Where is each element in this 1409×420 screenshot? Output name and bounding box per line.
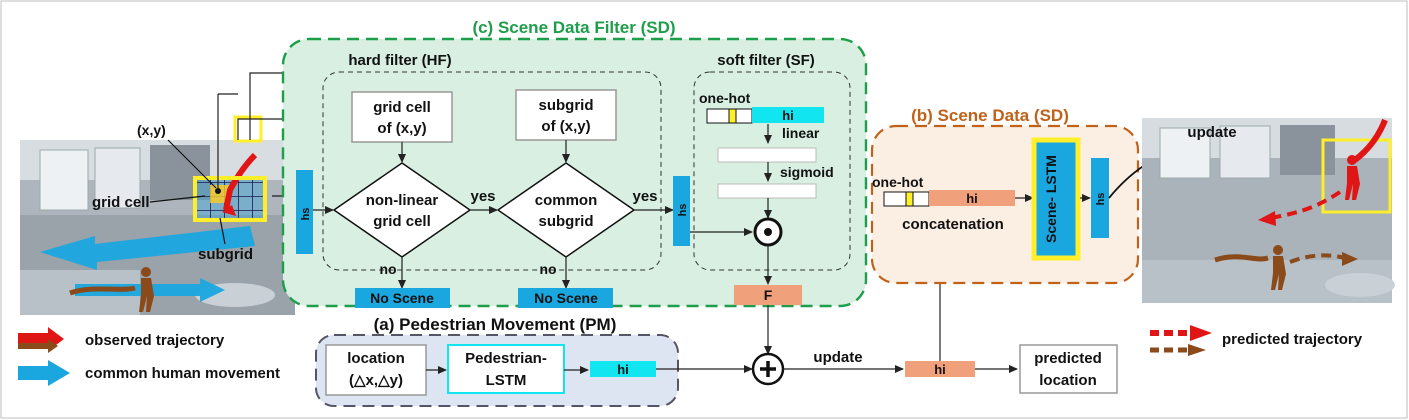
diamond2-line2: subgrid — [539, 213, 594, 230]
subgrid-pointer — [219, 217, 226, 245]
grid-cell-label: grid cell — [92, 194, 150, 211]
cell-highlight-box — [233, 115, 263, 143]
grid-cell-box-line1: grid cell — [373, 99, 431, 116]
hard-filter-box — [322, 71, 662, 271]
xy-pointer — [167, 139, 217, 189]
predicted-location-box — [1019, 344, 1118, 394]
pedestrian-lstm-box — [447, 344, 565, 394]
no-scene-label-1: No Scene — [370, 290, 434, 306]
sf-sigmoid-label: sigmoid — [780, 164, 834, 180]
brown-trajectory — [69, 285, 136, 296]
right-pedestrian-red-icon — [1345, 155, 1360, 200]
pedestrian-lstm-line1: Pedestrian- — [465, 350, 547, 367]
predicted-trajectory-icon — [1150, 325, 1212, 356]
scene-grid — [193, 115, 267, 222]
hs-middle-label: hs — [677, 204, 689, 217]
right-observed-trajectory — [1353, 118, 1388, 163]
sf-linear-label: linear — [782, 125, 820, 141]
hs-bar-left — [296, 170, 313, 254]
f-box — [734, 285, 802, 305]
diamond2-line1: common — [535, 192, 598, 209]
yes1-label: yes — [470, 188, 495, 205]
bottom-hi-bar — [905, 361, 975, 377]
no2-label: no — [539, 261, 556, 277]
predicted-line2: location — [1039, 372, 1097, 389]
soft-filter-box — [693, 71, 851, 271]
right-update-label: update — [1187, 124, 1236, 141]
pm-title: (a) Pedestrian Movement (PM) — [374, 315, 617, 334]
grid-cell-pointer — [149, 195, 206, 203]
sf-linear-bar — [717, 147, 817, 163]
no-scene-label-2: No Scene — [534, 290, 598, 306]
scene-hs-label: hs — [1095, 193, 1107, 206]
subgrid-label: subgrid — [198, 246, 253, 263]
right-brown-arrowhead — [1342, 252, 1358, 266]
predicted-legend-label: predicted trajectory — [1222, 331, 1363, 348]
sf-sigmoid-bar — [717, 183, 817, 199]
xy-label: (x,y) — [137, 122, 166, 138]
sf-hi-bar — [752, 107, 824, 123]
sd-title: (c) Scene Data Filter (SD) — [472, 18, 675, 37]
bottom-hi-label: hi — [934, 362, 946, 377]
concatenation-label: concatenation — [902, 216, 1004, 233]
hs-bar-middle — [673, 176, 690, 246]
sf-hi-label: hi — [782, 108, 794, 123]
common-movement-arrow — [40, 226, 255, 270]
red-arrow-icon — [18, 327, 64, 353]
bottom-update-label: update — [813, 349, 862, 366]
scene-one-hot-label: one-hot — [872, 174, 924, 190]
location-line2: (△x,△y) — [349, 372, 403, 389]
right-red-arrowhead — [1258, 211, 1276, 226]
predicted-line1: predicted — [1034, 350, 1102, 367]
right-highlight-box — [1321, 138, 1392, 214]
location-line1: location — [347, 350, 405, 367]
elementwise-product-icon — [753, 217, 783, 247]
sf-title: soft filter (SF) — [717, 52, 815, 69]
legend-observed-label: observed trajectory — [85, 332, 225, 349]
hf-title: hard filter (HF) — [348, 52, 451, 69]
diamond1-line2: grid cell — [373, 213, 431, 230]
subgrid-box-line1: subgrid — [539, 97, 594, 114]
scene-data-title: (b) Scene Data (SD) — [911, 106, 1069, 125]
right-predicted-brown-trajectory — [1289, 253, 1346, 264]
scene-one-hot-vector — [883, 191, 930, 207]
pedestrian-lstm-line2: LSTM — [486, 372, 527, 389]
no1-label: no — [379, 261, 396, 277]
right-predicted-red-trajectory — [1269, 190, 1342, 220]
no-scene-box-2 — [518, 288, 613, 308]
legend-common-label: common human movement — [85, 365, 280, 382]
yes2-label: yes — [632, 188, 657, 205]
subgrid-box — [515, 89, 617, 141]
sf-one-hot-label: one-hot — [699, 90, 751, 106]
sf-one-hot-vector — [706, 108, 753, 124]
grid-highlight-box — [193, 176, 267, 222]
scene-hi-label: hi — [966, 191, 978, 206]
hs-left-label: hs — [300, 208, 312, 221]
diamond1-line1: non-linear — [366, 192, 439, 209]
plus-icon — [751, 352, 785, 386]
no-scene-box-1 — [355, 288, 450, 308]
right-pedestrian-brown-icon — [1271, 245, 1286, 290]
scene-hs-bar — [1091, 158, 1109, 238]
pm-hi-label: hi — [617, 362, 629, 377]
pm-hi-bar — [590, 361, 656, 377]
scene-lstm-box — [1031, 137, 1081, 261]
right-brown-trajectory — [1214, 254, 1269, 263]
pedestrian-icon — [139, 267, 154, 312]
subgrid-box-line2: of (x,y) — [541, 118, 590, 135]
scene-lstm-label: Scene- LSTM — [1043, 155, 1059, 243]
scene-hi-bar — [929, 190, 1015, 206]
blue-arrow-icon — [18, 360, 70, 386]
grid-cell-box-line2: of (x,y) — [377, 120, 426, 137]
f-label: F — [764, 287, 773, 303]
